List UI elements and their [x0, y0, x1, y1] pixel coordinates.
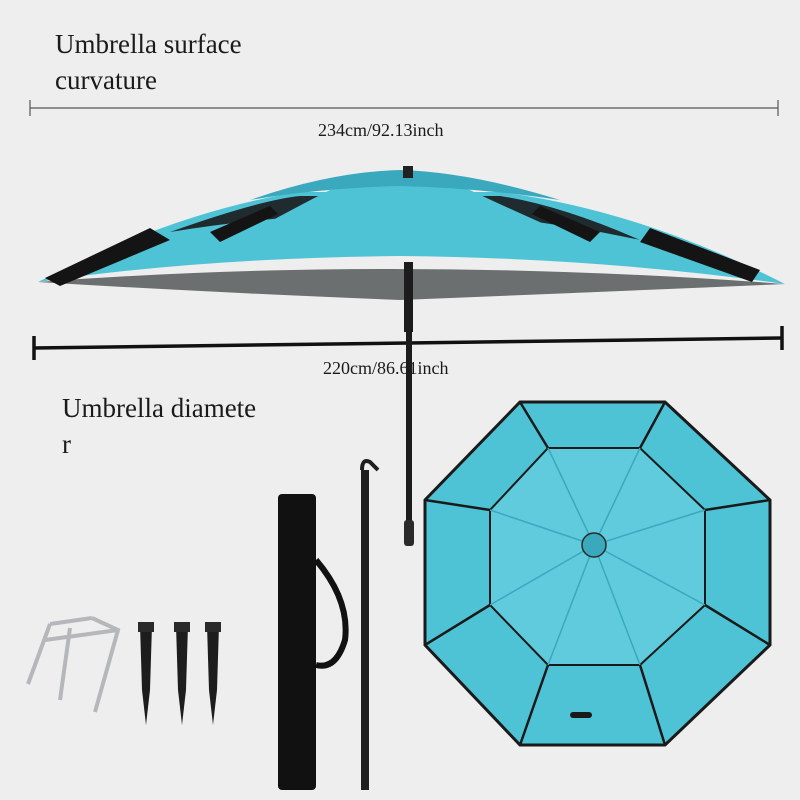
surface-measure-line	[29, 100, 779, 116]
surface-curvature-title: Umbrella surface curvature	[55, 26, 242, 98]
ground-spikes	[138, 622, 221, 725]
diameter-title: Umbrella diamete r	[62, 390, 256, 462]
carry-bag	[278, 494, 349, 790]
metal-fork-anchor	[26, 616, 121, 713]
diameter-title-line1: Umbrella diamete	[62, 393, 257, 423]
diameter-title-line2: r	[62, 429, 71, 459]
dimension-diameter-label: 220cm/86.61inch	[323, 358, 449, 378]
umbrella-pole	[404, 262, 414, 546]
telescopic-pole	[360, 459, 380, 790]
dimension-top-label: 234cm/92.13inch	[318, 120, 444, 140]
surface-title-line2: curvature	[55, 65, 157, 95]
surface-title-line1: Umbrella surface	[55, 29, 242, 59]
umbrella-top-view	[423, 400, 772, 747]
umbrella-side-view	[38, 166, 785, 300]
